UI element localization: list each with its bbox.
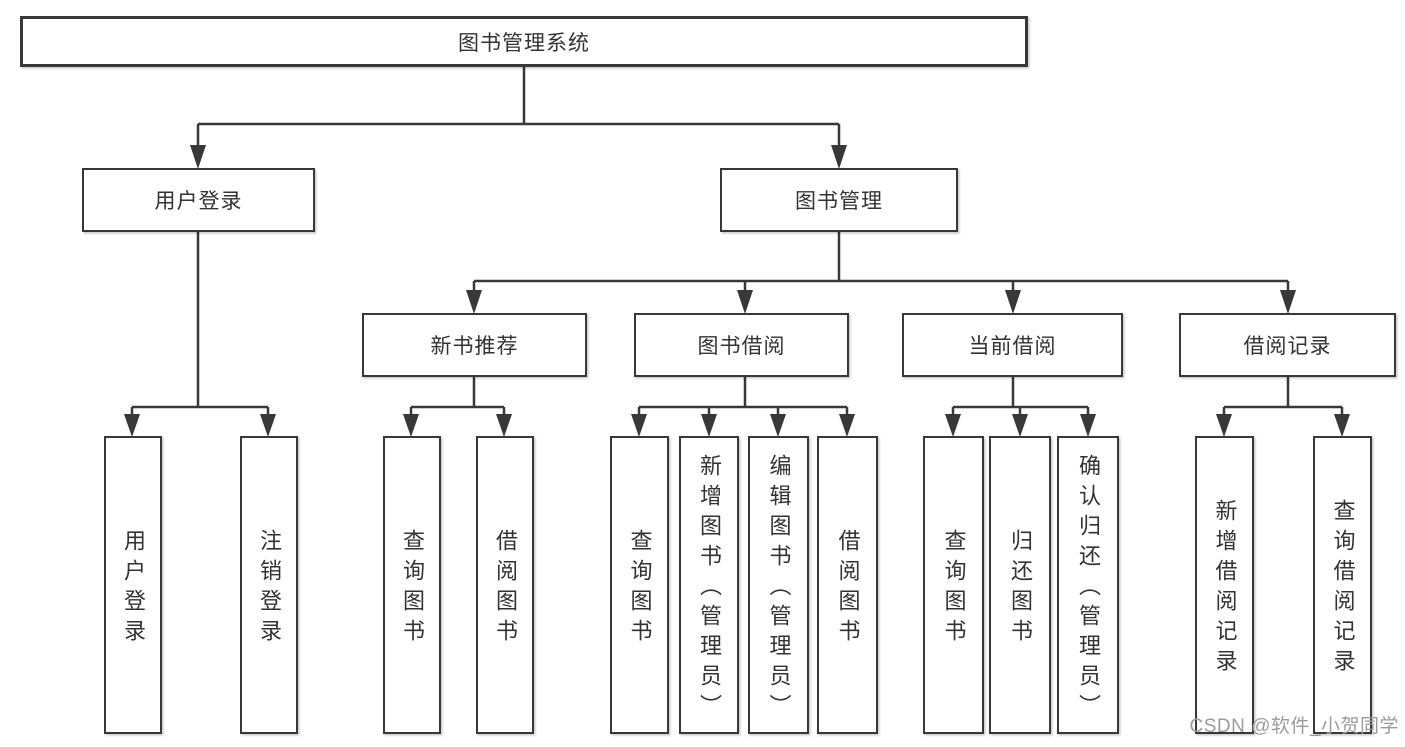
- leaf-query-books-current-label: 查询图书: [941, 529, 967, 649]
- leaf-query-borrow-record: 查询借阅记录: [1313, 436, 1372, 734]
- leaf-return-books-label: 归还图书: [1008, 529, 1033, 649]
- node-root: 图书管理系统: [20, 16, 1028, 67]
- leaf-return-books: 归还图书: [989, 436, 1051, 734]
- csdn-watermark: CSDN @软件_小贺同学: [1189, 716, 1399, 737]
- leaf-add-borrow-record: 新增借阅记录: [1195, 436, 1254, 734]
- node-book-borrow-label: 图书借阅: [697, 335, 786, 358]
- leaf-query-books-borrow-label: 查询图书: [627, 529, 653, 649]
- leaf-query-books-borrow: 查询图书: [610, 436, 669, 734]
- leaf-query-borrow-record-label: 查询借阅记录: [1330, 499, 1356, 679]
- leaf-add-borrow-record-label: 新增借阅记录: [1212, 499, 1238, 679]
- leaf-add-books-admin: 新增图书（管理员）: [679, 436, 739, 734]
- node-user-login: 用户登录: [82, 168, 315, 232]
- node-user-login-label: 用户登录: [154, 190, 243, 213]
- node-book-management: 图书管理: [720, 168, 958, 232]
- leaf-edit-books-admin-label: 编辑图书（管理员）: [766, 454, 792, 724]
- leaf-add-books-admin-label: 新增图书（管理员）: [697, 454, 722, 724]
- node-current-borrow: 当前借阅: [902, 313, 1123, 377]
- leaf-edit-books-admin: 编辑图书（管理员）: [748, 436, 809, 734]
- node-root-label: 图书管理系统: [458, 31, 590, 55]
- leaf-logout: 注销登录: [240, 436, 298, 734]
- arrowhead-group: [124, 145, 1350, 437]
- node-borrow-records: 借阅记录: [1179, 313, 1396, 377]
- leaf-confirm-return-admin: 确认归还（管理员）: [1057, 436, 1119, 734]
- node-borrow-records-label: 借阅记录: [1243, 335, 1332, 358]
- node-book-management-label: 图书管理: [795, 190, 883, 213]
- leaf-confirm-return-admin-label: 确认归还（管理员）: [1076, 454, 1101, 724]
- leaf-borrow-books-label: 借阅图书: [835, 529, 861, 649]
- leaf-logout-label: 注销登录: [257, 529, 282, 649]
- leaf-query-books-recommend-label: 查询图书: [400, 529, 425, 649]
- leaf-borrow-books-recommend-label: 借阅图书: [493, 529, 518, 649]
- leaf-borrow-books-recommend: 借阅图书: [476, 436, 534, 734]
- leaf-borrow-books: 借阅图书: [817, 436, 878, 734]
- node-new-book-recommend: 新书推荐: [362, 313, 587, 377]
- leaf-query-books-recommend: 查询图书: [383, 436, 441, 734]
- leaf-query-books-current: 查询图书: [923, 436, 984, 734]
- node-book-borrow: 图书借阅: [634, 313, 849, 377]
- leaf-user-login-label: 用户登录: [121, 529, 146, 649]
- node-current-borrow-label: 当前借阅: [968, 335, 1057, 358]
- node-new-book-recommend-label: 新书推荐: [430, 335, 519, 358]
- leaf-user-login: 用户登录: [104, 436, 162, 734]
